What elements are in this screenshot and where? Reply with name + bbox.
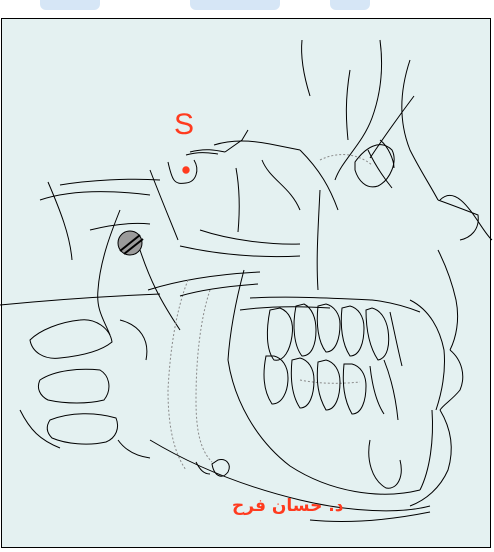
lower-teeth <box>264 356 398 420</box>
sella-point-label: S <box>174 110 194 140</box>
orbit-outline <box>355 140 394 188</box>
upper-teeth <box>267 304 402 366</box>
sella-point-marker <box>183 167 189 173</box>
maxilla-outline <box>180 284 445 410</box>
soft-tissue-profile <box>410 250 463 506</box>
hyoid-bone <box>196 460 229 477</box>
cranial-base-lines <box>0 150 338 305</box>
cervical-vertebrae <box>20 320 150 458</box>
occipital-outline <box>48 182 180 335</box>
ear-rod-icon <box>118 231 143 255</box>
skull-profile <box>302 40 492 240</box>
mandible-outline <box>150 270 433 522</box>
author-caption: د. حسان فرح <box>232 498 343 515</box>
